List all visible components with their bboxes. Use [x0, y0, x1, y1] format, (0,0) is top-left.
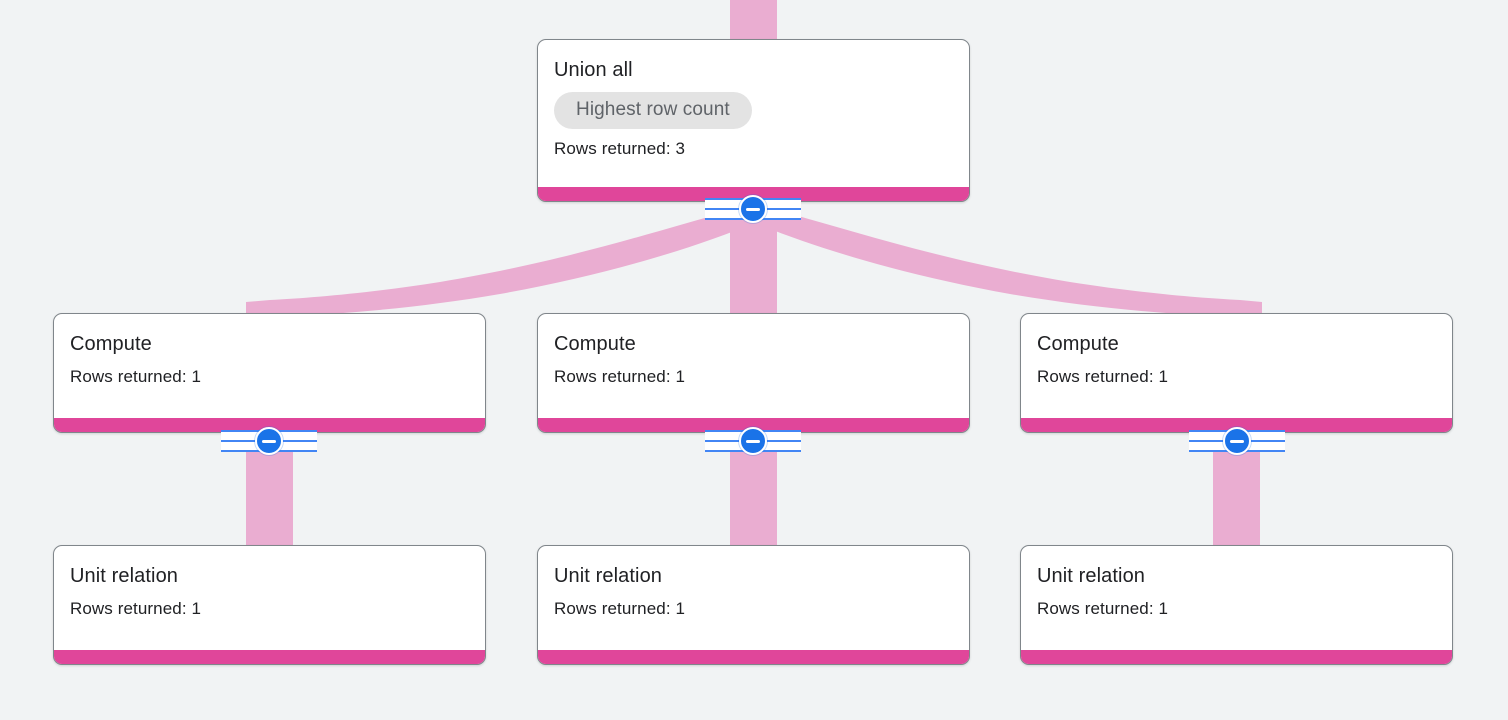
node-rows-returned: Rows returned: 1 [554, 599, 686, 618]
node-title: Compute [70, 333, 152, 355]
node-compute-right[interactable]: Compute Rows returned: 1 [1020, 313, 1453, 433]
node-unit-relation-middle-body: Unit relation Rows returned: 1 [538, 546, 969, 634]
node-union-all-body: Union all Highest row count Rows returne… [538, 40, 969, 174]
node-accent-bar [538, 418, 969, 432]
node-title: Unit relation [70, 565, 179, 587]
node-compute-left-body: Compute Rows returned: 1 [54, 314, 485, 402]
node-accent-bar [1021, 418, 1452, 432]
node-unit-relation-right[interactable]: Unit relation Rows returned: 1 [1020, 545, 1453, 665]
node-accent-bar [538, 650, 969, 664]
node-rows-returned: Rows returned: 1 [1037, 599, 1169, 618]
node-rows-returned: Rows returned: 1 [70, 367, 202, 386]
node-badge-highest-row-count: Highest row count [554, 92, 752, 129]
node-compute-left[interactable]: Compute Rows returned: 1 [53, 313, 486, 433]
edge-compute-middle-to-unit-middle [730, 442, 777, 550]
node-unit-relation-left-body: Unit relation Rows returned: 1 [54, 546, 485, 634]
node-title: Unit relation [554, 565, 663, 587]
edge-into-root [730, 0, 777, 40]
node-union-all[interactable]: Union all Highest row count Rows returne… [537, 39, 970, 202]
node-accent-bar [1021, 650, 1452, 664]
minus-circle-icon[interactable] [739, 427, 767, 455]
edge-root-to-compute-right [753, 210, 1262, 330]
collapse-handle-compute-left[interactable] [221, 427, 317, 455]
collapse-handle-compute-right[interactable] [1189, 427, 1285, 455]
collapse-handle-union-all[interactable] [705, 195, 801, 223]
node-accent-bar [54, 650, 485, 664]
node-title: Compute [554, 333, 636, 355]
edge-compute-left-to-unit-left [246, 442, 293, 550]
node-accent-bar [54, 418, 485, 432]
collapse-handle-compute-middle[interactable] [705, 427, 801, 455]
edge-root-to-compute-middle [730, 210, 777, 318]
node-rows-returned: Rows returned: 3 [554, 139, 686, 158]
minus-circle-icon[interactable] [1223, 427, 1251, 455]
node-title: Union all [554, 59, 633, 81]
node-rows-returned: Rows returned: 1 [1037, 367, 1169, 386]
edge-compute-right-to-unit-right [1213, 442, 1260, 550]
node-unit-relation-left[interactable]: Unit relation Rows returned: 1 [53, 545, 486, 665]
node-title: Unit relation [1037, 565, 1146, 587]
node-accent-bar [538, 187, 969, 201]
minus-circle-icon[interactable] [255, 427, 283, 455]
node-compute-middle-body: Compute Rows returned: 1 [538, 314, 969, 402]
node-unit-relation-middle[interactable]: Unit relation Rows returned: 1 [537, 545, 970, 665]
edge-root-to-compute-left [246, 210, 757, 328]
minus-circle-icon[interactable] [739, 195, 767, 223]
node-compute-right-body: Compute Rows returned: 1 [1021, 314, 1452, 402]
node-title: Compute [1037, 333, 1119, 355]
node-compute-middle[interactable]: Compute Rows returned: 1 [537, 313, 970, 433]
node-unit-relation-right-body: Unit relation Rows returned: 1 [1021, 546, 1452, 634]
node-rows-returned: Rows returned: 1 [554, 367, 686, 386]
node-rows-returned: Rows returned: 1 [70, 599, 202, 618]
